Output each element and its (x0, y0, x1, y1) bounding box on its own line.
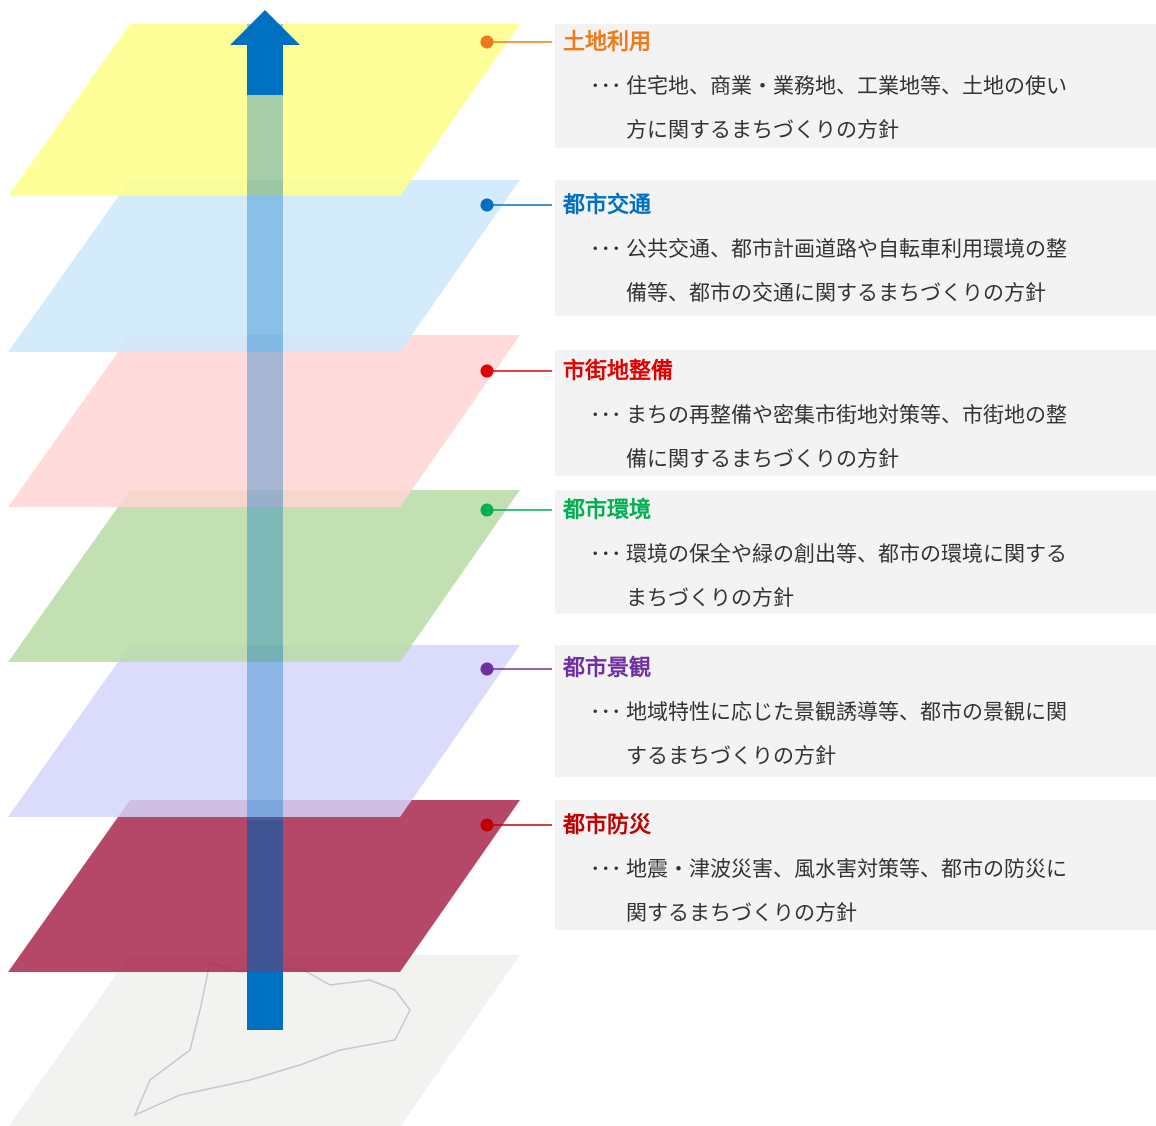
layer-description-box (555, 490, 1156, 614)
layer-plane-1 (8, 24, 520, 196)
arrow-shaft-segment (247, 645, 283, 817)
layer-title: 都市環境 (563, 498, 652, 523)
description-line-2: まちづくりの方針 (626, 586, 794, 610)
layer-description: ･･･公共交通、都市計画道路や自転車利用環境の整備等、都市の交通に関するまちづく… (590, 227, 1156, 315)
description-prefix: ･･･ (590, 857, 622, 881)
arrow-shaft-segment (247, 335, 283, 507)
description-line-1: 環境の保全や緑の創出等、都市の環境に関する (626, 542, 1067, 566)
description-prefix: ･･･ (590, 542, 622, 566)
description-line-2: 関するまちづくりの方針 (626, 901, 857, 925)
description-prefix: ･･･ (590, 700, 622, 724)
layer-plane-4 (8, 490, 520, 662)
layer-description: ･･･環境の保全や緑の創出等、都市の環境に関するまちづくりの方針 (590, 532, 1156, 620)
layer-title: 都市景観 (563, 656, 652, 681)
description-prefix: ･･･ (590, 403, 622, 427)
layer-description-box (555, 180, 1156, 316)
description-line-2: 備に関するまちづくりの方針 (626, 447, 899, 471)
description-prefix: ･･･ (590, 74, 622, 98)
description-line-2: 方に関するまちづくりの方針 (626, 118, 899, 142)
description-line-2: 備等、都市の交通に関するまちづくりの方針 (626, 281, 1046, 305)
arrow-head-icon (230, 10, 300, 95)
description-line-1: まちの再整備や密集市街地対策等、市街地の整 (626, 403, 1067, 427)
arrow-shaft-segment (247, 490, 283, 662)
arrow-shaft-segment (247, 180, 283, 352)
layer-description: ･･･地震・津波災害、風水害対策等、都市の防災に関するまちづくりの方針 (590, 847, 1156, 935)
description-line-1: 地域特性に応じた景観誘導等、都市の景観に関 (626, 700, 1067, 724)
layer-description-box (555, 800, 1156, 930)
layer-title: 土地利用 (563, 30, 652, 55)
description-line-1: 地震・津波災害、風水害対策等、都市の防災に (626, 857, 1067, 881)
layer-description-box (555, 645, 1156, 777)
layer-plane-5 (8, 645, 520, 817)
description-prefix: ･･･ (590, 237, 622, 261)
layer-description: ･･･まちの再整備や密集市街地対策等、市街地の整備に関するまちづくりの方針 (590, 393, 1156, 481)
city-outline-map (133, 961, 411, 1117)
layer-title: 都市防災 (563, 813, 652, 838)
layer-description-box (555, 350, 1156, 476)
layer-description-box (555, 24, 1156, 148)
layer-plane-2 (8, 180, 520, 352)
description-line-1: 公共交通、都市計画道路や自転車利用環境の整 (626, 237, 1067, 261)
description-line-1: 住宅地、商業・業務地、工業地等、土地の使い (626, 74, 1067, 98)
arrow-shaft-segment (247, 800, 283, 972)
layer-description: ･･･住宅地、商業・業務地、工業地等、土地の使い方に関するまちづくりの方針 (590, 64, 1156, 152)
description-line-2: するまちづくりの方針 (626, 744, 836, 768)
layer-plane-3 (8, 335, 520, 507)
base-map-plane (8, 955, 520, 1126)
layer-title: 都市交通 (563, 193, 652, 218)
layer-title: 市街地整備 (563, 359, 674, 384)
layer-description: ･･･地域特性に応じた景観誘導等、都市の景観に関するまちづくりの方針 (590, 690, 1156, 778)
